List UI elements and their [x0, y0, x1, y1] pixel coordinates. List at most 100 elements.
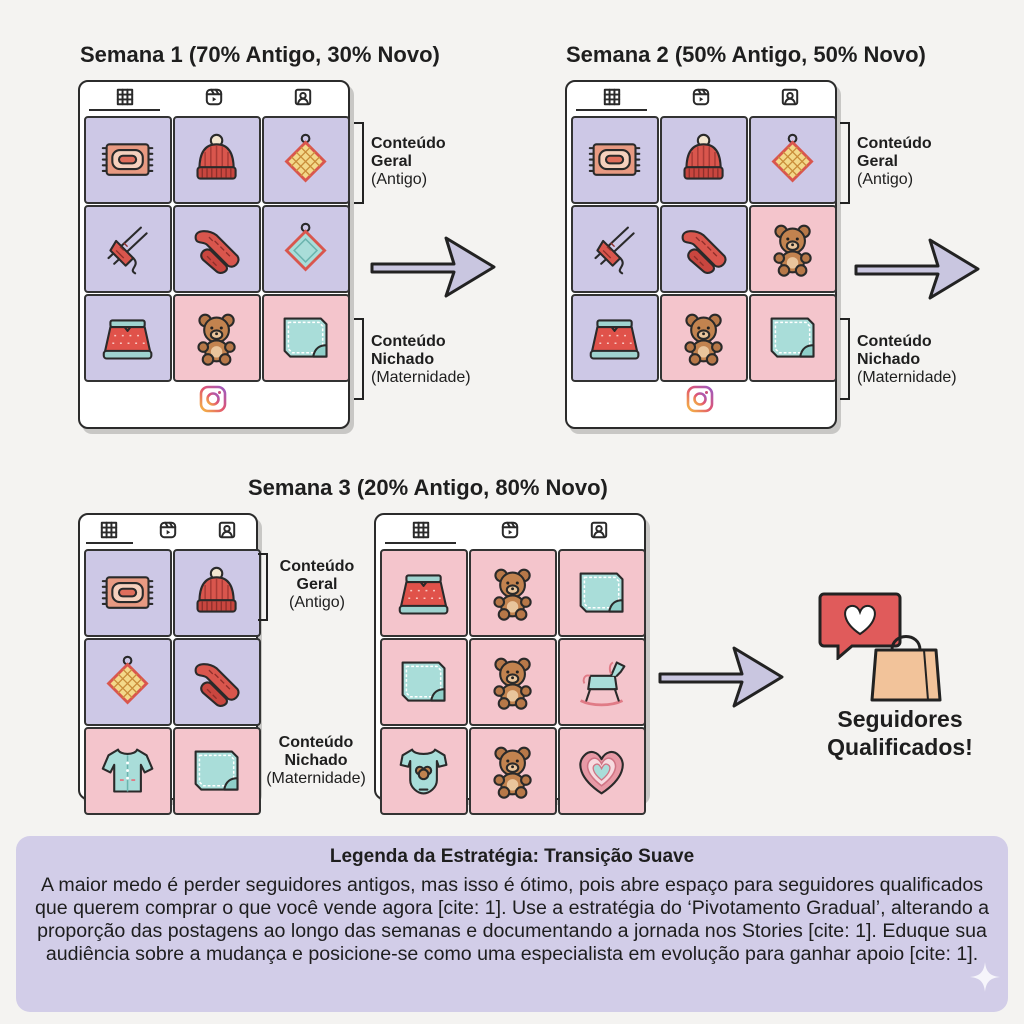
grid-post-rug[interactable]	[84, 549, 172, 637]
baby-blanket-icon	[751, 296, 835, 380]
grid-post-knitting-needles[interactable]	[84, 205, 172, 293]
reels-icon[interactable]	[157, 519, 179, 541]
legend-body: A maior medo é perder seguidores antigos…	[34, 874, 990, 965]
grid-post-beanie[interactable]	[173, 116, 261, 204]
baby-blanket-icon	[382, 640, 466, 724]
grid-post-baby-blanket[interactable]	[262, 294, 350, 382]
instagram-icon	[685, 384, 715, 414]
teddy-bear-icon	[471, 640, 555, 724]
bracket-niche	[840, 318, 850, 400]
active-tab-indicator	[88, 109, 161, 111]
grid-post-skirt[interactable]	[380, 549, 468, 637]
reels-icon[interactable]	[499, 519, 521, 541]
reels-icon[interactable]	[690, 86, 712, 108]
skirt-icon	[382, 551, 466, 635]
phone-tab-bar	[567, 82, 835, 112]
grid-post-baby-blanket[interactable]	[380, 638, 468, 726]
potholder-icon	[264, 118, 348, 202]
phone-tab-bar	[80, 82, 348, 112]
grid-post-rug[interactable]	[84, 116, 172, 204]
active-tab-indicator	[384, 542, 457, 544]
teddy-bear-icon	[751, 207, 835, 291]
grid-icon[interactable]	[114, 86, 136, 108]
grid-post-rug[interactable]	[571, 116, 659, 204]
baby-blanket-icon	[264, 296, 348, 380]
grid-post-potholder[interactable]	[749, 116, 837, 204]
week3-phone-left	[78, 513, 261, 815]
knitting-needles-icon	[86, 207, 170, 291]
teddy-bear-icon	[662, 296, 746, 380]
teddy-bear-icon	[175, 296, 259, 380]
grid-post-beanie[interactable]	[173, 549, 261, 637]
sparkle-icon	[970, 962, 1000, 992]
potholder-icon	[86, 640, 170, 724]
strategy-legend: Legenda da Estratégia: Transição Suave A…	[16, 836, 1008, 1012]
phone-tab-bar	[376, 515, 644, 545]
rug-icon	[86, 118, 170, 202]
tagged-icon[interactable]	[779, 86, 801, 108]
active-tab-indicator	[575, 109, 648, 111]
grid-post-potholder[interactable]	[84, 638, 172, 726]
grid-post-baby-blanket[interactable]	[173, 727, 261, 815]
scarf-icon	[662, 207, 746, 291]
heart-blanket-icon	[560, 729, 644, 813]
grid-post-teddy-bear[interactable]	[469, 638, 557, 726]
grid-post-scarf[interactable]	[173, 205, 261, 293]
scarf-icon	[175, 207, 259, 291]
coaster-icon	[264, 207, 348, 291]
grid-post-baby-blanket[interactable]	[558, 549, 646, 637]
heart-message-icon	[818, 592, 902, 660]
baby-blanket-icon	[560, 551, 644, 635]
bracket-general	[354, 122, 364, 204]
grid-post-potholder[interactable]	[262, 116, 350, 204]
week1-title: Semana 1 (70% Antigo, 30% Novo)	[80, 42, 440, 67]
grid-post-onesie[interactable]	[380, 727, 468, 815]
shopping-bag-icon	[870, 635, 942, 702]
active-tab-indicator	[85, 542, 133, 544]
grid-icon[interactable]	[410, 519, 432, 541]
grid-post-coaster[interactable]	[262, 205, 350, 293]
grid-post-teddy-bear[interactable]	[469, 727, 557, 815]
tagged-icon[interactable]	[292, 86, 314, 108]
teddy-bear-icon	[471, 729, 555, 813]
grid-post-skirt[interactable]	[84, 294, 172, 382]
beanie-icon	[175, 551, 259, 635]
bracket-general	[258, 553, 268, 621]
grid-post-teddy-bear[interactable]	[660, 294, 748, 382]
grid-icon[interactable]	[601, 86, 623, 108]
arrow-right-icon	[854, 238, 980, 300]
week3-phone-right	[374, 513, 646, 815]
phone-tab-bar	[80, 515, 256, 545]
qualified-followers-label: Seguidores Qualificados!	[827, 706, 973, 760]
knitting-needles-icon	[573, 207, 657, 291]
reels-icon[interactable]	[203, 86, 225, 108]
grid-post-rocking-horse[interactable]	[558, 638, 646, 726]
week3-title: Semana 3 (20% Antigo, 80% Novo)	[248, 475, 608, 500]
grid-post-baby-blanket[interactable]	[749, 294, 837, 382]
teddy-bear-icon	[471, 551, 555, 635]
rocking-horse-icon	[560, 640, 644, 724]
arrow-right-icon	[658, 646, 784, 708]
beanie-icon	[662, 118, 746, 202]
week1-phone	[78, 80, 350, 429]
tagged-icon[interactable]	[588, 519, 610, 541]
grid-post-teddy-bear[interactable]	[749, 205, 837, 293]
grid-post-beanie[interactable]	[660, 116, 748, 204]
grid-post-scarf[interactable]	[660, 205, 748, 293]
grid-icon[interactable]	[98, 519, 120, 541]
grid-post-heart-blanket[interactable]	[558, 727, 646, 815]
tagged-icon[interactable]	[216, 519, 238, 541]
grid-post-baby-sweater[interactable]	[84, 727, 172, 815]
grid-post-skirt[interactable]	[571, 294, 659, 382]
grid-post-teddy-bear[interactable]	[173, 294, 261, 382]
skirt-icon	[86, 296, 170, 380]
grid-post-scarf[interactable]	[173, 638, 261, 726]
grid-post-teddy-bear[interactable]	[469, 549, 557, 637]
week2-phone	[565, 80, 837, 429]
grid-post-knitting-needles[interactable]	[571, 205, 659, 293]
